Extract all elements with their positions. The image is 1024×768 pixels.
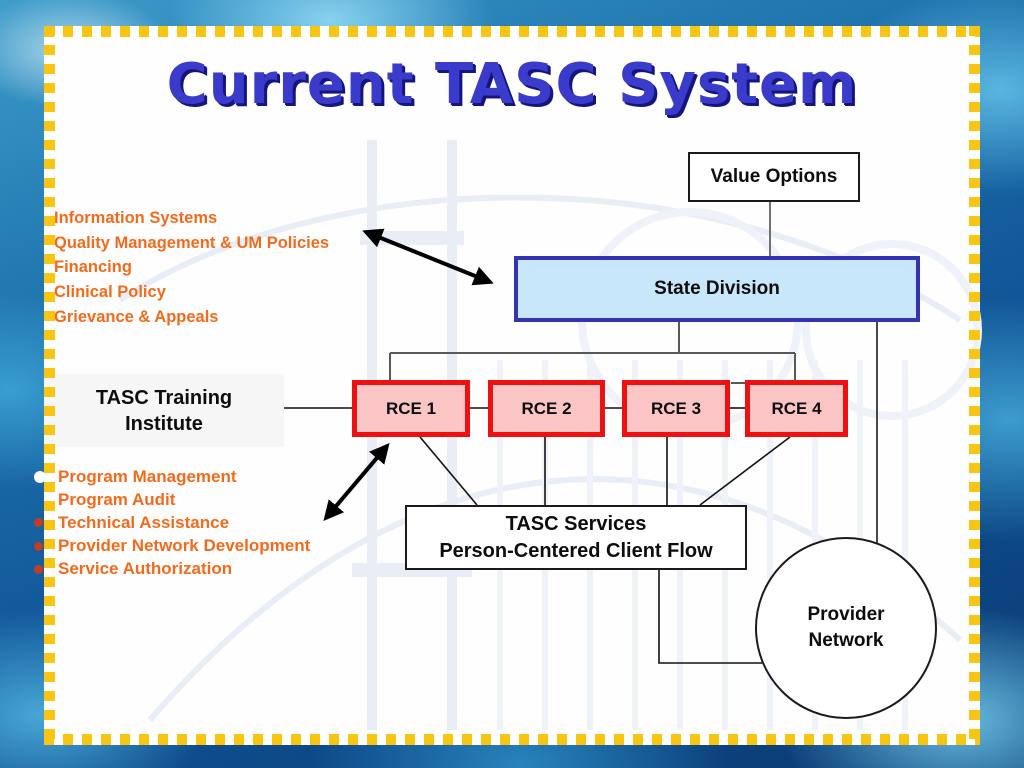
slide-title: Current TASC System xyxy=(166,52,858,117)
node-label-line2: Institute xyxy=(125,412,203,435)
state-functions-list: Information Systems Quality Management &… xyxy=(54,206,329,330)
bullet-cell xyxy=(34,470,58,483)
list-item-label: Program Audit xyxy=(58,489,176,509)
bullet-cell xyxy=(34,541,58,551)
dashed-border-bottom xyxy=(44,734,980,745)
list-item: Grievance & Appeals xyxy=(54,305,329,330)
node-label: Value Options xyxy=(710,166,838,187)
node-label: State Division xyxy=(654,278,780,299)
rce-to-tascservices-lines xyxy=(419,436,791,506)
double-arrow-policies-statedivision xyxy=(362,228,494,286)
node-tasc-training-institute: TASC Training Institute xyxy=(44,374,284,447)
list-item-label: Provider Network Development xyxy=(58,536,311,556)
list-item: Information Systems xyxy=(54,206,329,231)
tascservices-to-providernetwork-line xyxy=(658,570,762,664)
list-item-label: Program Management xyxy=(58,466,237,486)
dashed-border-left xyxy=(44,26,55,745)
dashed-border-right xyxy=(969,26,980,745)
node-rce-2: RCE 2 xyxy=(488,380,605,437)
tasc-functions-list: Program Management Program Audit Technic… xyxy=(34,465,310,581)
list-item-label: Technical Assistance xyxy=(58,512,230,532)
node-provider-network: Provider Network xyxy=(755,537,937,719)
node-rce-1: RCE 1 xyxy=(352,380,470,437)
bullet-dot xyxy=(34,518,43,528)
node-rce-3: RCE 3 xyxy=(622,380,730,437)
list-item-label: Financing xyxy=(54,258,132,277)
bullet-dot xyxy=(34,470,46,483)
list-item: Program Management xyxy=(34,465,310,488)
node-tasc-services: TASC Services Person-Centered Client Flo… xyxy=(405,505,747,570)
node-label: RCE 2 xyxy=(521,398,572,418)
node-label: RCE 3 xyxy=(650,398,702,418)
bullet-cell xyxy=(34,564,58,574)
list-item: Provider Network Development xyxy=(34,535,310,558)
list-item: Service Authorization xyxy=(34,558,310,581)
node-label: RCE 1 xyxy=(385,398,437,418)
node-rce-4: RCE 4 xyxy=(745,380,848,437)
list-item: Clinical Policy xyxy=(54,280,329,305)
bullet-dot xyxy=(34,564,43,574)
node-label-line1: TASC Services xyxy=(505,512,647,535)
list-item-label: Grievance & Appeals xyxy=(54,308,219,327)
node-label-line2: Person-Centered Client Flow xyxy=(439,539,713,562)
bracket-statedivision-to-rces xyxy=(389,322,796,384)
list-item-label: Service Authorization xyxy=(58,559,233,579)
bullet-dot xyxy=(34,541,43,551)
list-item: Quality Management & UM Policies xyxy=(54,231,329,256)
list-item-label: Quality Management & UM Policies xyxy=(54,233,330,252)
node-label-line2: Network xyxy=(808,630,884,651)
list-item: Financing xyxy=(54,256,329,281)
node-label: RCE 4 xyxy=(771,398,822,418)
dashed-border-top xyxy=(44,26,980,37)
list-item-label: Clinical Policy xyxy=(54,283,166,302)
node-label-line1: Provider xyxy=(807,604,885,626)
bullet-cell xyxy=(34,518,58,528)
list-item: Program Audit xyxy=(34,488,310,511)
list-item-label: Information Systems xyxy=(54,208,218,227)
node-label-line1: TASC Training xyxy=(95,386,233,409)
list-item: Technical Assistance xyxy=(34,511,310,534)
node-state-division: State Division xyxy=(514,256,920,322)
double-arrow-services-rce1 xyxy=(323,442,390,522)
node-value-options: Value Options xyxy=(688,152,860,202)
